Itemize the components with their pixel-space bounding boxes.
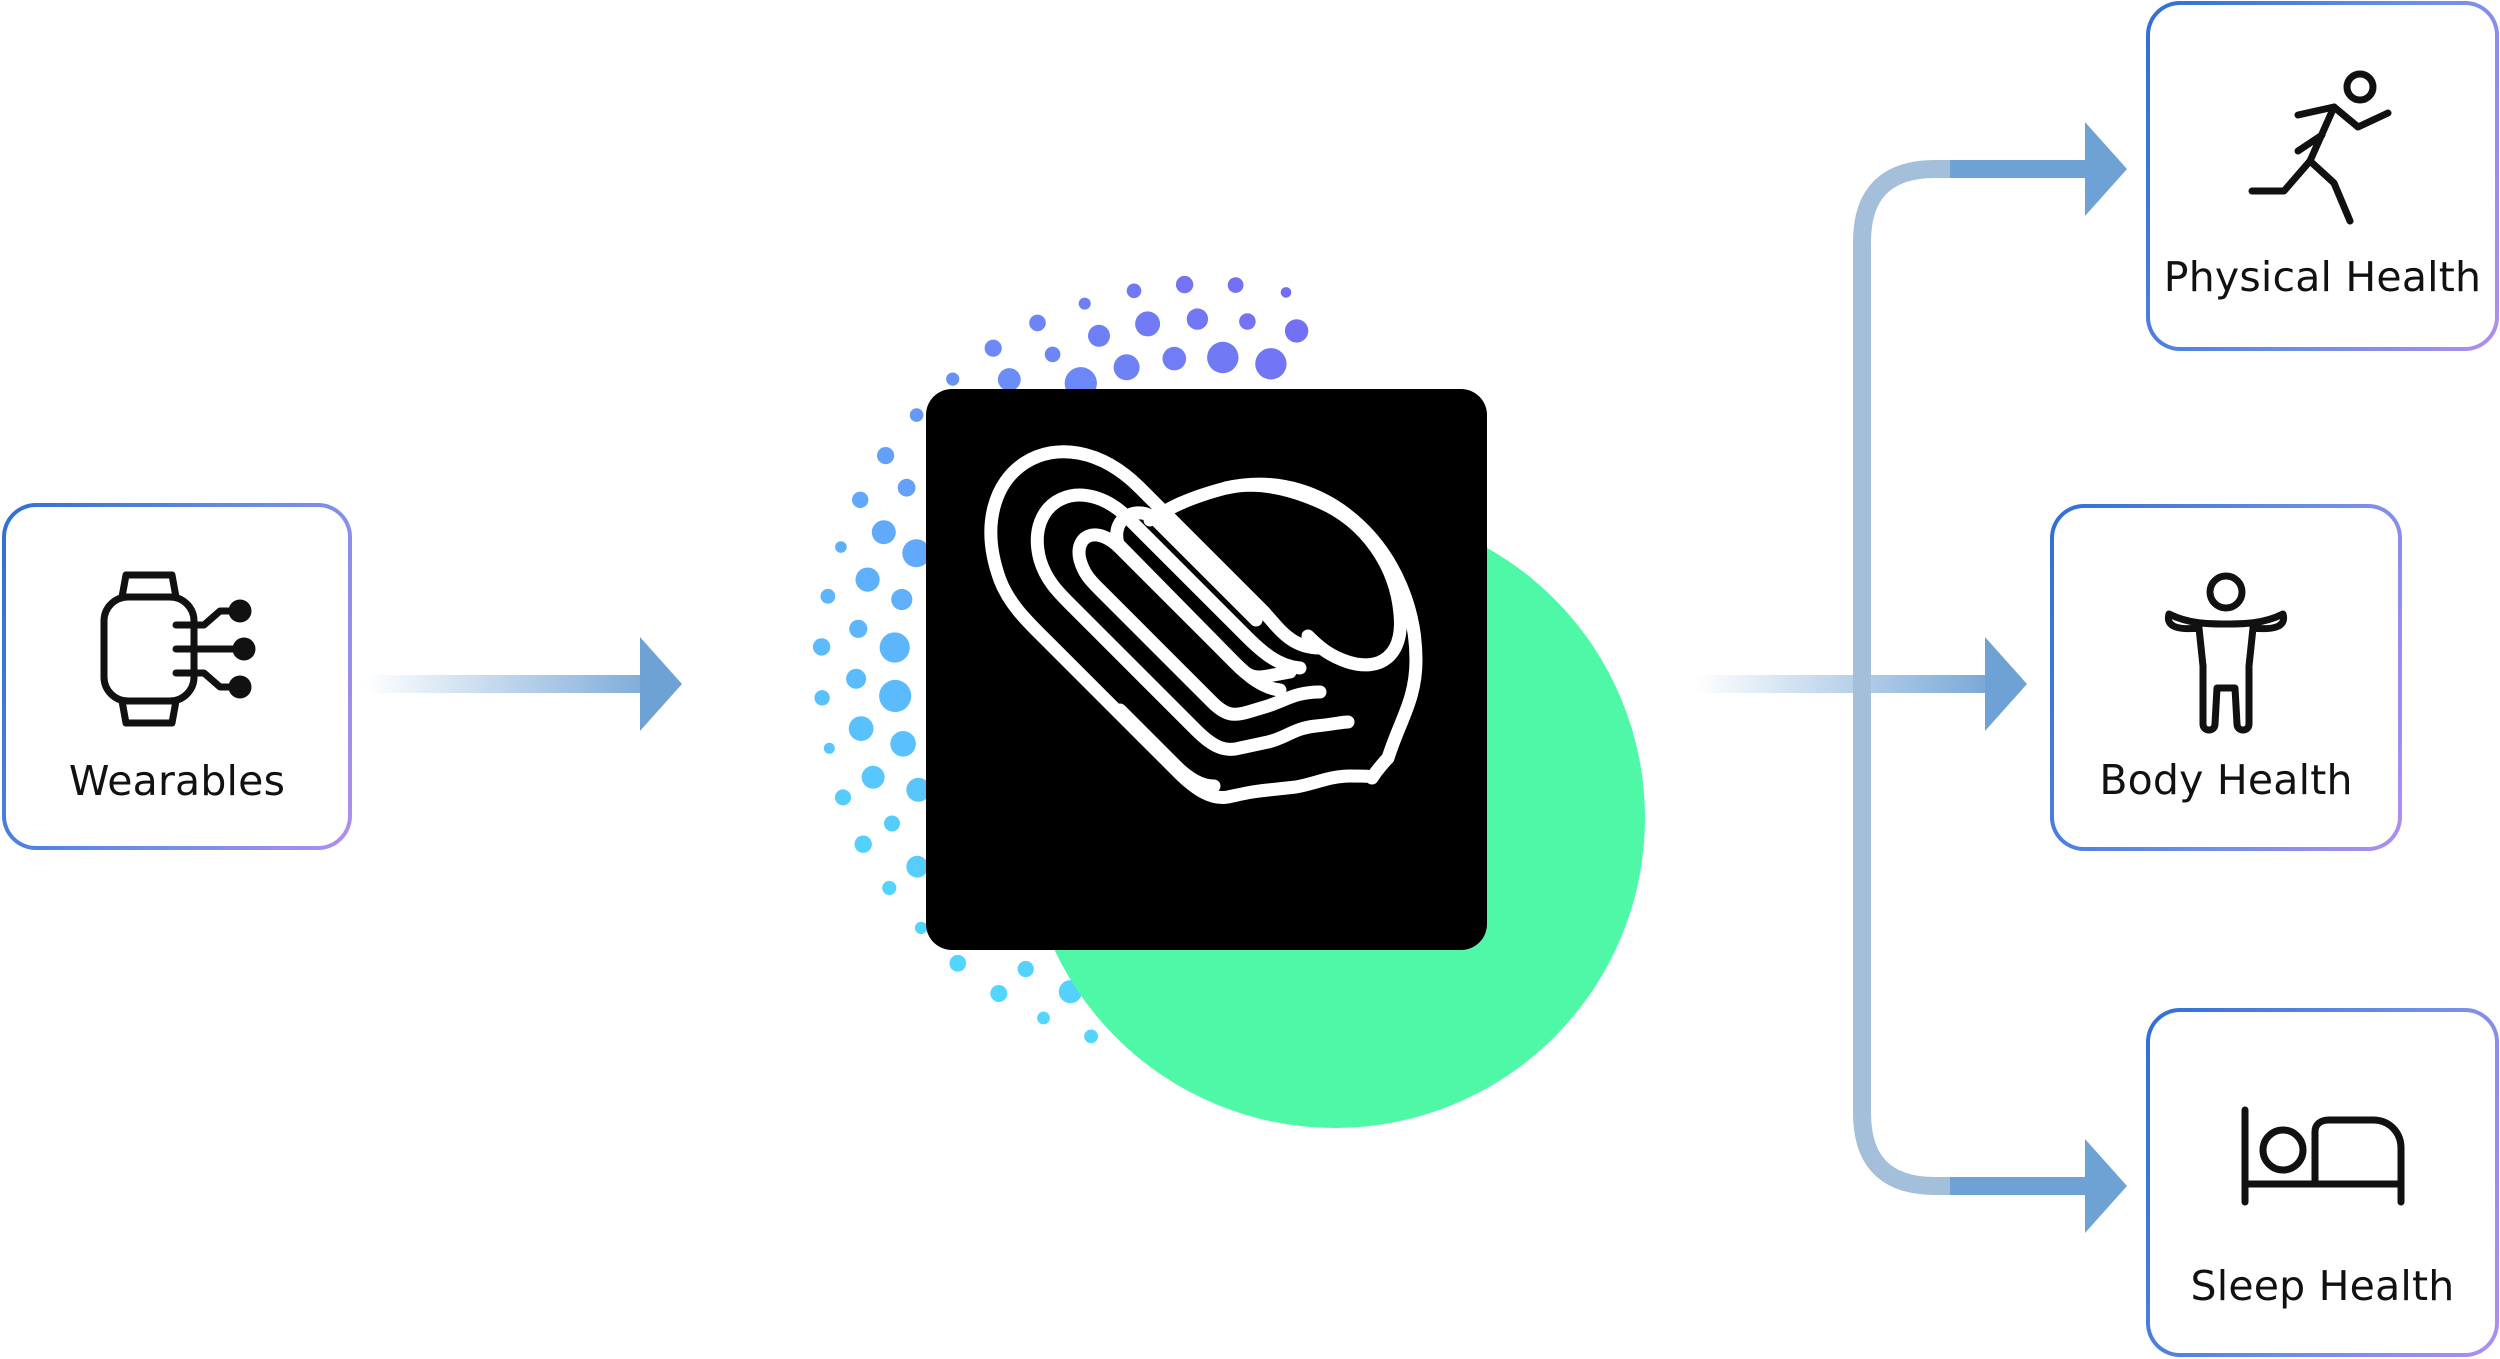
particle-dot [891,588,913,611]
particle-dot [897,478,916,497]
hub-tile [926,389,1487,950]
particle-dot [997,368,1021,391]
particle-dot [879,679,912,713]
particle-dot [861,765,885,789]
particle-dot [1113,354,1140,381]
particle-dot [1126,283,1142,299]
output-arrow [1695,637,2027,731]
particle-dot [1078,297,1091,310]
particle-dot [846,668,867,689]
particle-dot [902,539,931,568]
body-health-label: Body Health [2099,756,2353,804]
particle-dot [1255,348,1287,380]
particle-dot [946,372,960,386]
particle-dot [835,541,847,553]
particle-dot [1162,346,1187,371]
particle-dot [1239,313,1256,330]
particle-dot [990,985,1008,1002]
particle-dot [814,690,830,706]
input-arrow [365,637,682,731]
particle-dot [1227,277,1244,293]
body-health-card: Body Health [2050,504,2402,851]
particle-dot [906,777,931,802]
particle-dot [848,716,874,741]
particle-dot [984,339,1002,357]
particle-dot [835,789,851,806]
person-arms-out-icon [2164,572,2288,734]
particle-dot [1135,311,1161,337]
particle-dot [820,588,836,604]
particle-dot [1088,324,1110,347]
physical-health-card: Physical Health [2146,1,2499,351]
branch-arrow-top [1950,122,2127,216]
particle-dot [1280,287,1292,298]
particle-dot [1044,346,1061,363]
particle-dot [1175,275,1194,294]
particle-dot [1017,960,1034,978]
particle-dot [849,619,868,638]
running-person-icon [2248,70,2391,225]
particle-dot [1037,1011,1050,1025]
particle-dot [1207,341,1239,374]
wearables-label: Wearables [68,757,286,805]
particle-dot [906,855,929,878]
sleep-health-card: Sleep Health [2146,1008,2499,1357]
particle-dot [1186,308,1209,330]
particle-dot [879,632,910,663]
particle-dot [871,520,896,545]
branch-connector [1853,160,1955,1195]
particle-dot [855,567,880,592]
particle-dot [884,815,900,832]
particle-dot [877,447,895,465]
particle-dot [1284,319,1309,343]
particle-dot [914,921,928,935]
particle-dot [949,954,967,972]
physical-health-label: Physical Health [2163,253,2482,301]
branch-arrow-bottom [1950,1139,2127,1233]
particle-dot [823,742,835,754]
particle-dot [890,731,916,757]
particle-dot [852,491,869,508]
particle-dot [1084,1029,1098,1044]
particle-dot [882,880,897,896]
particle-dot [1029,314,1046,332]
smartwatch-data-icon [100,571,256,727]
wearables-card: Wearables [2,503,352,850]
sleep-health-label: Sleep Health [2190,1262,2455,1310]
particle-dot [854,835,872,853]
particle-dot [812,638,831,656]
heart-logo-icon [984,445,1423,805]
bed-person-icon [2241,1106,2404,1206]
particle-dot [909,408,924,422]
